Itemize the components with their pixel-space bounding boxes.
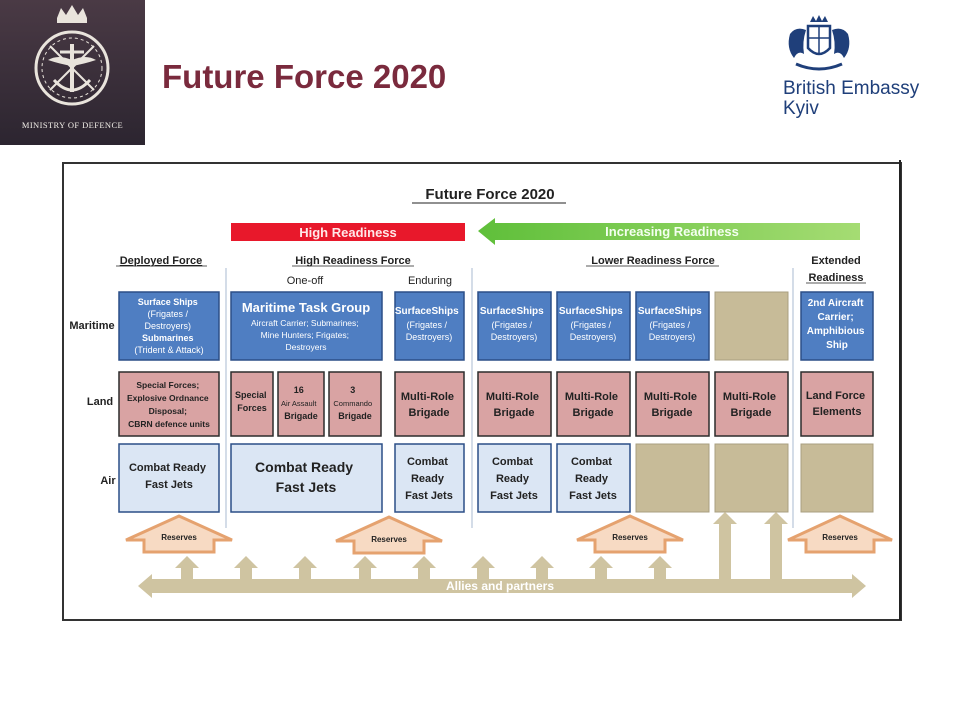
reserves-arrow-2: Reserves: [335, 515, 443, 555]
row-maritime: Maritime: [69, 320, 114, 332]
svg-text:Combat Ready Fast: Combat Ready Fast Jets: [490, 456, 538, 502]
air-empty-slot-2: [714, 443, 789, 513]
land-3-commando: 3 Commando Brigade: [328, 371, 382, 437]
mod-label: MINISTRY OF DEFENCE: [21, 120, 124, 130]
maritime-task-group-box: Maritime Task Group Aircraft Carrier; Su…: [230, 291, 383, 361]
col-extended-2: Readiness: [808, 272, 863, 284]
high-readiness-label: High Readiness: [299, 225, 397, 240]
maritime-surface-ships-enduring: SurfaceShips (Frigates / Destroyers): [394, 291, 465, 361]
land-mrb-lower-3: Multi-Role Brigade: [635, 371, 710, 437]
embassy-line-2: Kyiv: [783, 98, 819, 119]
air-lower-1-box: Combat Ready Fast Jets: [477, 443, 552, 513]
air-enduring-box: Combat Ready Fast Jets: [394, 443, 465, 513]
svg-text:Surface Ships (Frigates: Surface Ships (Frigates / Destroyers) Su…: [134, 297, 203, 355]
svg-text:Special Forces: Special Forces: [235, 390, 269, 413]
col-high: High Readiness Force: [295, 255, 411, 267]
air-lower-2-box: Combat Ready Fast Jets: [556, 443, 631, 513]
svg-text:Reserves: Reserves: [371, 535, 407, 544]
svg-text:Combat Ready Fast Jets: Combat Ready Fast Jets: [255, 459, 357, 495]
maritime-empty-slot: [714, 291, 789, 361]
land-extended-box: Land Force Elements: [800, 371, 874, 437]
reserves-arrow-4: Reserves: [787, 514, 893, 554]
col-enduring: Enduring: [408, 275, 452, 287]
svg-text:Combat Ready Fast: Combat Ready Fast Jets: [405, 456, 453, 502]
high-readiness-bar: [231, 223, 465, 241]
svg-text:Special Forces; Explosiv: Special Forces; Explosive Ordnance Dispo…: [127, 380, 211, 429]
col-deployed: Deployed Force: [120, 255, 203, 267]
land-mrb-lower-4: Multi-Role Brigade: [714, 371, 789, 437]
svg-text:Maritime Task Group: Maritime Task Group: [242, 300, 370, 315]
slide-title: Future Force 2020: [162, 58, 447, 95]
svg-text:Aircraft Carrier; Submarines;: Aircraft Carrier; Submarines; Mine Hunte…: [251, 318, 361, 352]
svg-text:Multi-Role Brigade: Multi-Role Brigade: [486, 391, 542, 419]
col-one-off: One-off: [287, 275, 324, 287]
diagram-title: Future Force 2020: [425, 186, 554, 203]
svg-text:Reserves: Reserves: [822, 533, 858, 542]
svg-text:SurfaceShips (Frigates /: SurfaceShips (Frigates / Destroyers): [638, 301, 706, 342]
svg-text:3 Commando Brigade: 3 Commando Brigade: [333, 380, 376, 421]
royal-coat-of-arms-icon: [784, 14, 854, 81]
maritime-surface-ships-lower-3: SurfaceShips (Frigates / Destroyers): [635, 291, 710, 361]
reserves-arrow-1: Reserves: [125, 514, 233, 554]
air-one-off-box: Combat Ready Fast Jets: [230, 443, 383, 513]
mod-logo: MINISTRY OF DEFENCE: [0, 0, 145, 145]
maritime-extended-box: 2nd Aircraft Carrier; Amphibious Ship: [800, 291, 874, 361]
mod-crest-icon: [34, 5, 110, 106]
land-mrb-lower-2: Multi-Role Brigade: [556, 371, 631, 437]
maritime-deployed-box: Surface Ships (Frigates / Destroyers) Su…: [118, 291, 220, 361]
svg-text:SurfaceShips (Frigates /: SurfaceShips (Frigates / Destroyers): [395, 301, 463, 342]
land-16-air-assault: 16 Air Assault Brigade: [277, 371, 325, 437]
row-air: Air: [100, 475, 116, 487]
svg-text:Multi-Role Brigade: Multi-Role Brigade: [401, 391, 457, 419]
svg-text:Reserves: Reserves: [612, 533, 648, 542]
maritime-surface-ships-lower-1: SurfaceShips (Frigates / Destroyers): [477, 291, 552, 361]
svg-text:Multi-Role Brigade: Multi-Role Brigade: [644, 391, 700, 419]
reserves-arrow-3: Reserves: [576, 514, 684, 554]
allies-label: Allies and partners: [446, 579, 554, 593]
land-deployed-box: Special Forces; Explosive Ordnance Dispo…: [118, 371, 220, 437]
svg-text:Multi-Role Brigade: Multi-Role Brigade: [565, 391, 621, 419]
svg-text:Land Force Elements: Land Force Elements: [806, 390, 868, 418]
increasing-readiness-arrow: [478, 218, 860, 245]
svg-text:Combat Ready Fast Jets: Combat Ready Fast Jets: [129, 462, 209, 491]
air-empty-slot-3: [800, 443, 874, 513]
col-extended-1: Extended: [811, 255, 861, 267]
maritime-surface-ships-lower-2: SurfaceShips (Frigates / Destroyers): [556, 291, 631, 361]
diagram-edge: [899, 160, 901, 620]
svg-text:SurfaceShips (Frigates /: SurfaceShips (Frigates / Destroyers): [559, 301, 627, 342]
air-deployed-box: Combat Ready Fast Jets: [118, 443, 220, 513]
svg-text:Reserves: Reserves: [161, 533, 197, 542]
air-empty-slot-1: [635, 443, 710, 513]
land-mrb-enduring: Multi-Role Brigade: [394, 371, 465, 437]
svg-text:Multi-Role Brigade: Multi-Role Brigade: [723, 391, 779, 419]
increasing-readiness-label: Increasing Readiness: [605, 224, 739, 239]
land-mrb-lower-1: Multi-Role Brigade: [477, 371, 552, 437]
svg-text:SurfaceShips (Frigates /: SurfaceShips (Frigates / Destroyers): [480, 301, 548, 342]
row-land: Land: [87, 396, 113, 408]
allies-arrow: [138, 512, 866, 598]
col-lower: Lower Readiness Force: [591, 255, 715, 267]
svg-text:16 Air Assault Bri: 16 Air Assault Brigade: [281, 380, 321, 421]
embassy-line-1: British Embassy: [783, 78, 920, 99]
svg-text:2nd Aircraft Carrier;: 2nd Aircraft Carrier; Amphibious Ship: [807, 298, 868, 351]
embassy-name: British Embassy Kyiv: [783, 79, 919, 119]
land-special-forces: Special Forces: [230, 371, 274, 437]
svg-text:Combat Ready Fast: Combat Ready Fast Jets: [569, 456, 617, 502]
diagram-canvas: Future Force 2020 High Readiness Increas…: [69, 186, 893, 598]
